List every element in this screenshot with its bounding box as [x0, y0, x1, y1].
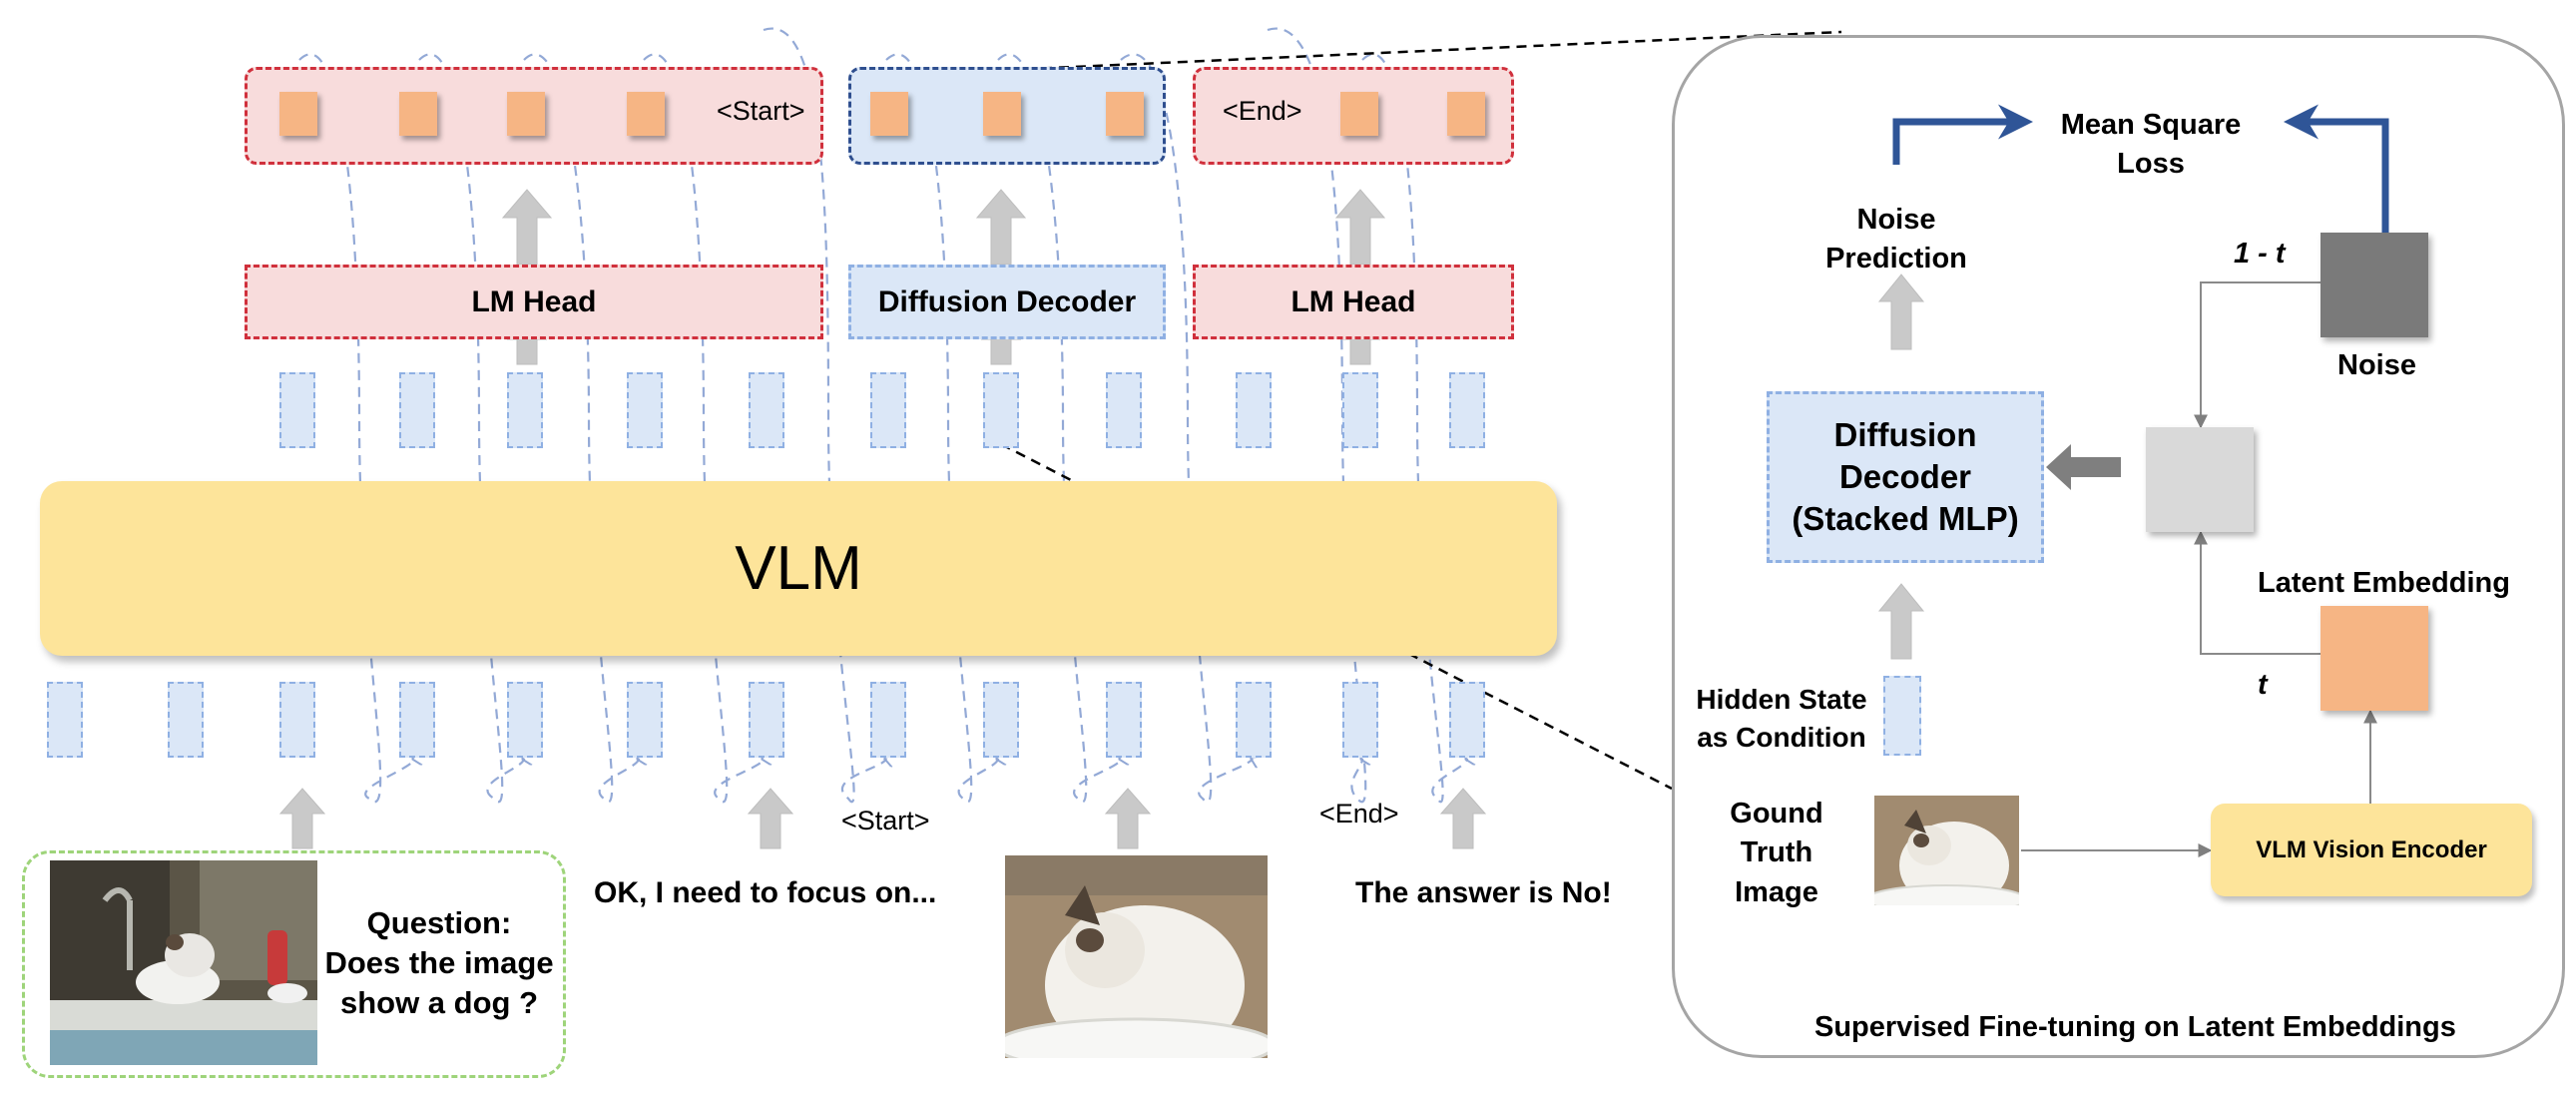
image-latent-token: [870, 92, 908, 136]
input-token: [47, 682, 83, 758]
hidden-state-token: [1236, 372, 1272, 448]
lm-head-right: LM Head: [1193, 265, 1514, 339]
input-token: [1236, 682, 1272, 758]
pred-to-loss-arrow: [1892, 104, 2033, 165]
output-token: [1340, 92, 1378, 136]
noisy-mix-square: [2146, 427, 2254, 532]
input-arrow-image: [1104, 788, 1152, 849]
ground-truth-photo: [1874, 796, 2019, 905]
vision-encoder-box: VLM Vision Encoder: [2211, 804, 2532, 896]
input-arrow-question: [278, 788, 326, 849]
latent-embedding-label: Latent Embedding: [2258, 567, 2510, 599]
one-minus-t-label: 1 - t: [2234, 238, 2286, 270]
kitchen-cat-photo: [50, 860, 317, 1065]
hidden-state-label: Hidden State as Condition: [1696, 684, 1867, 753]
hidden-state-token: [279, 372, 315, 448]
loop-5: [763, 27, 886, 804]
output-token: [507, 92, 545, 136]
hidden-state-condition-token: [1883, 676, 1921, 756]
hidden-state-token: [627, 372, 663, 448]
vlm-block: VLM: [40, 481, 1557, 656]
ground-truth-drawing: [1874, 796, 2019, 905]
kitchen-cat-drawing: [50, 860, 317, 1065]
input-token: [399, 682, 435, 758]
input-token: [279, 682, 315, 758]
start-token-label-top: <Start>: [717, 96, 805, 126]
image-latent-token: [983, 92, 1021, 136]
hidden-state-token: [399, 372, 435, 448]
image-latent-token: [1106, 92, 1144, 136]
input-token: [870, 682, 906, 758]
hidden-state-token: [749, 372, 784, 448]
lm-head-left: LM Head: [245, 265, 823, 339]
output-token: [399, 92, 437, 136]
hidden-state-token: [1342, 372, 1378, 448]
output-token: [279, 92, 317, 136]
fine-tuning-panel: [1672, 35, 2565, 1058]
output-token: [1447, 92, 1485, 136]
loop-6: [885, 53, 998, 804]
input-token: [1449, 682, 1485, 758]
input-arrow-answer: [1439, 788, 1487, 849]
answer-text: The answer is No!: [1355, 876, 1612, 909]
hidden-state-token: [507, 372, 543, 448]
hidden-to-decoder-arrow: [1877, 583, 1925, 660]
latent-to-mix: [2194, 530, 2320, 655]
panel-caption: Supervised Fine-tuning on Latent Embeddi…: [1814, 1011, 2456, 1043]
noise-square: [2320, 233, 2428, 337]
hidden-state-token: [983, 372, 1019, 448]
up-arrow-diffusion: [975, 189, 1027, 266]
question-text: Question: Does the image show a dog ?: [324, 904, 554, 1021]
hidden-state-token: [1106, 372, 1142, 448]
question-input-group: [22, 850, 566, 1078]
noise-to-loss-arrow: [2284, 104, 2389, 233]
mean-square-loss-label: Mean Square Loss: [2060, 108, 2242, 180]
ground-truth-label: Gound Truth Image: [1730, 798, 1823, 908]
cropped-cat-drawing: [1005, 855, 1268, 1058]
input-token: [168, 682, 204, 758]
cropped-cat-photo: [1005, 855, 1268, 1058]
t-label: t: [2258, 669, 2268, 701]
noise-prediction-label: Noise Prediction: [1825, 203, 1967, 275]
input-token: [1342, 682, 1378, 758]
end-token-label-top: <End>: [1223, 96, 1302, 126]
noise-label: Noise: [2337, 349, 2416, 381]
cond-arrow-up: [1877, 274, 1925, 350]
noise-to-mix: [2194, 281, 2320, 429]
latent-embedding-square: [2320, 606, 2428, 711]
vlm-label: VLM: [735, 534, 862, 603]
up-arrow-lmhead-right: [1334, 189, 1386, 266]
input-token: [983, 682, 1019, 758]
start-token-label-bottom: <Start>: [841, 806, 930, 835]
zoom-line-top: [1007, 30, 1842, 72]
input-arrow-reasoning: [747, 788, 794, 849]
input-token: [627, 682, 663, 758]
input-token: [749, 682, 784, 758]
input-token: [1106, 682, 1142, 758]
end-token-label-bottom: <End>: [1319, 799, 1399, 828]
output-token: [627, 92, 665, 136]
hidden-state-token: [870, 372, 906, 448]
diffusion-decoder-head: Diffusion Decoder: [848, 265, 1166, 339]
diffusion-decoder-box: Diffusion Decoder (Stacked MLP): [1767, 391, 2044, 563]
mix-to-decoder-arrow: [2046, 444, 2121, 490]
input-token: [507, 682, 543, 758]
hidden-state-token: [1449, 372, 1485, 448]
up-arrow-lmhead-left: [501, 189, 553, 266]
reasoning-text: OK, I need to focus on...: [594, 876, 937, 909]
